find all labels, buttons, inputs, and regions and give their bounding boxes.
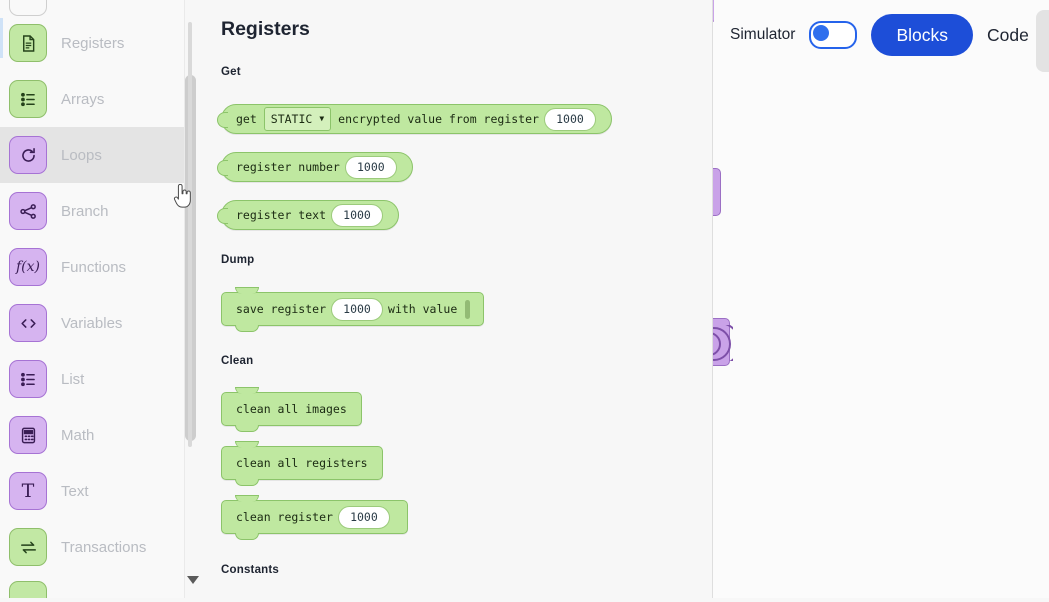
chevron-down-icon: ▼	[319, 114, 325, 123]
sidebar-item-label: Registers	[61, 34, 125, 52]
section-label-constants: Constants	[221, 564, 280, 576]
flyout-title: Registers	[221, 18, 310, 40]
notch-bottom	[235, 479, 259, 486]
dropdown-register-type[interactable]: STATIC ▼	[263, 107, 332, 131]
toolbox-scroll-down-arrow[interactable]	[187, 576, 200, 601]
block-clean-register[interactable]: clean register 1000	[221, 495, 408, 540]
field-clean-register-number[interactable]: 1000	[337, 505, 390, 529]
sidebar-item-label: List	[61, 370, 85, 388]
block-clean-all-registers[interactable]: clean all registers	[221, 441, 383, 486]
sidebar-item-label: Text	[61, 482, 89, 500]
sidebar-item-branch[interactable]: Branch	[0, 183, 184, 239]
bullet-list-icon	[9, 360, 47, 398]
blocks-button[interactable]: Blocks	[871, 14, 974, 56]
section-label-get: Get	[221, 66, 241, 78]
block-clean-all-images[interactable]: clean all images	[221, 387, 362, 432]
block-text-register-number: register number	[236, 160, 340, 174]
toolbox-scrollbar-thumb[interactable]	[188, 22, 192, 447]
field-save-register-number[interactable]: 1000	[331, 297, 384, 321]
function-fx-icon: f(x)	[9, 248, 47, 286]
code-button[interactable]: Code	[987, 24, 1029, 45]
list-icon	[9, 80, 47, 118]
sidebar-item-label: Arrays	[61, 90, 105, 108]
block-register-text[interactable]: register text 1000	[216, 200, 400, 230]
sidebar-item-label: Variables	[61, 314, 123, 332]
sidebar-item-label: Loops	[61, 146, 102, 164]
selection-edge-marker	[0, 18, 3, 58]
sidebar-item-label: Transactions	[61, 538, 147, 556]
block-text-encrypted: encrypted value from register	[338, 112, 539, 126]
sidebar-item-registers[interactable]: Registers	[0, 15, 184, 71]
value-input-socket[interactable]	[465, 299, 470, 319]
block-save-register[interactable]: save register 1000 with value	[221, 287, 484, 332]
field-register-number[interactable]: 1000	[543, 107, 596, 131]
block-text-register-text: register text	[236, 208, 327, 222]
sidebar-item-variables[interactable]: Variables	[0, 295, 184, 351]
block-text-get: get	[236, 112, 257, 126]
loop-refresh-icon	[9, 136, 47, 174]
sidebar-item-transactions[interactable]: Transactions	[0, 519, 184, 575]
toolbox-item-below-partial[interactable]	[9, 581, 47, 598]
sidebar-item-label: Math	[61, 426, 95, 444]
block-text-save-register: save register	[236, 302, 327, 316]
notch-bottom	[235, 425, 259, 432]
sidebar-item-label: Branch	[61, 202, 109, 220]
block-register-number[interactable]: register number 1000	[217, 152, 413, 182]
sidebar-item-label: Functions	[61, 258, 127, 276]
sidebar-item-functions[interactable]: f(x) Functions	[0, 239, 184, 295]
notch-top	[235, 441, 259, 448]
code-brackets-icon	[9, 304, 47, 342]
exchange-arrows-icon	[9, 528, 47, 566]
sidebar-item-list[interactable]: List	[0, 351, 184, 407]
block-text-clean-all-images: clean all images	[236, 402, 347, 416]
block-text-clean-all-registers: clean all registers	[236, 456, 368, 470]
text-t-icon: T	[9, 472, 47, 510]
right-edge-handle[interactable]	[1036, 10, 1049, 72]
simulator-label: Simulator	[730, 26, 796, 43]
notch-top	[235, 495, 259, 502]
section-label-clean: Clean	[221, 355, 254, 367]
sidebar-item-text[interactable]: T Text	[0, 463, 184, 519]
notch-top	[235, 387, 259, 394]
toolbox-sidebar: Registers Arrays Loops Branch f(	[0, 0, 185, 598]
notch-bottom	[235, 325, 259, 332]
block-text-with-value: with value	[388, 302, 458, 316]
section-label-dump: Dump	[221, 254, 255, 266]
notch-top	[235, 287, 259, 294]
toolbox-item-above-partial[interactable]	[9, 0, 47, 16]
block-get-encrypted-value[interactable]: get STATIC ▼ encrypted value from regist…	[217, 104, 612, 134]
block-text-clean-register: clean register	[236, 510, 333, 524]
sidebar-item-math[interactable]: Math	[0, 407, 184, 463]
signal-arcs-icon	[711, 325, 733, 361]
toggle-knob	[813, 25, 830, 41]
notch-bottom	[235, 533, 259, 540]
sidebar-item-arrays[interactable]: Arrays	[0, 71, 184, 127]
dropdown-value: STATIC	[270, 112, 313, 126]
top-toolbar: Simulator Blocks Code	[714, 0, 1049, 70]
sidebar-item-loops[interactable]: Loops	[0, 127, 184, 183]
document-icon	[9, 24, 47, 62]
field-register-number-value[interactable]: 1000	[344, 155, 397, 179]
calculator-icon	[9, 416, 47, 454]
field-register-text-value[interactable]: 1000	[331, 203, 384, 227]
simulator-toggle[interactable]	[809, 21, 858, 49]
branch-icon	[9, 192, 47, 230]
